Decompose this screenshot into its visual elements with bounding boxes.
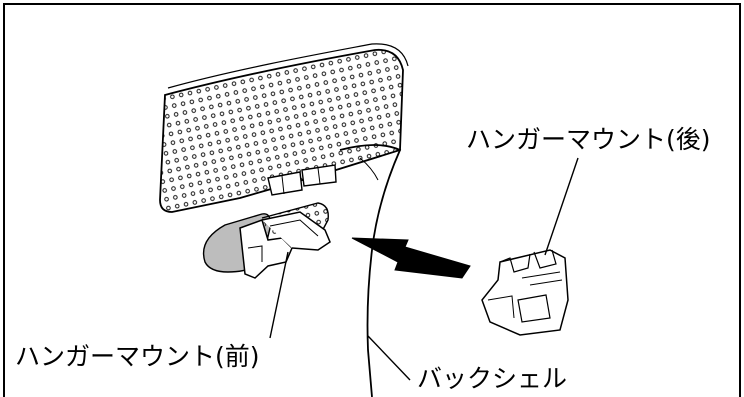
leader-front — [269, 251, 289, 339]
mesh-panel — [159, 43, 409, 213]
rear-hanger-mount — [481, 249, 569, 336]
leader-rear — [544, 157, 579, 256]
front-hanger-mount — [239, 211, 331, 279]
insert-arrow — [351, 237, 471, 279]
label-back-shell: バックシェル — [417, 364, 568, 393]
frame-border — [3, 3, 741, 397]
back-shell — [339, 144, 402, 397]
leader-shell — [367, 335, 411, 381]
label-hanger-mount-rear: ハンガーマウント(後) — [466, 125, 711, 154]
upper-tabs — [267, 164, 337, 196]
label-hanger-mount-front: ハンガーマウント(前) — [15, 342, 260, 371]
